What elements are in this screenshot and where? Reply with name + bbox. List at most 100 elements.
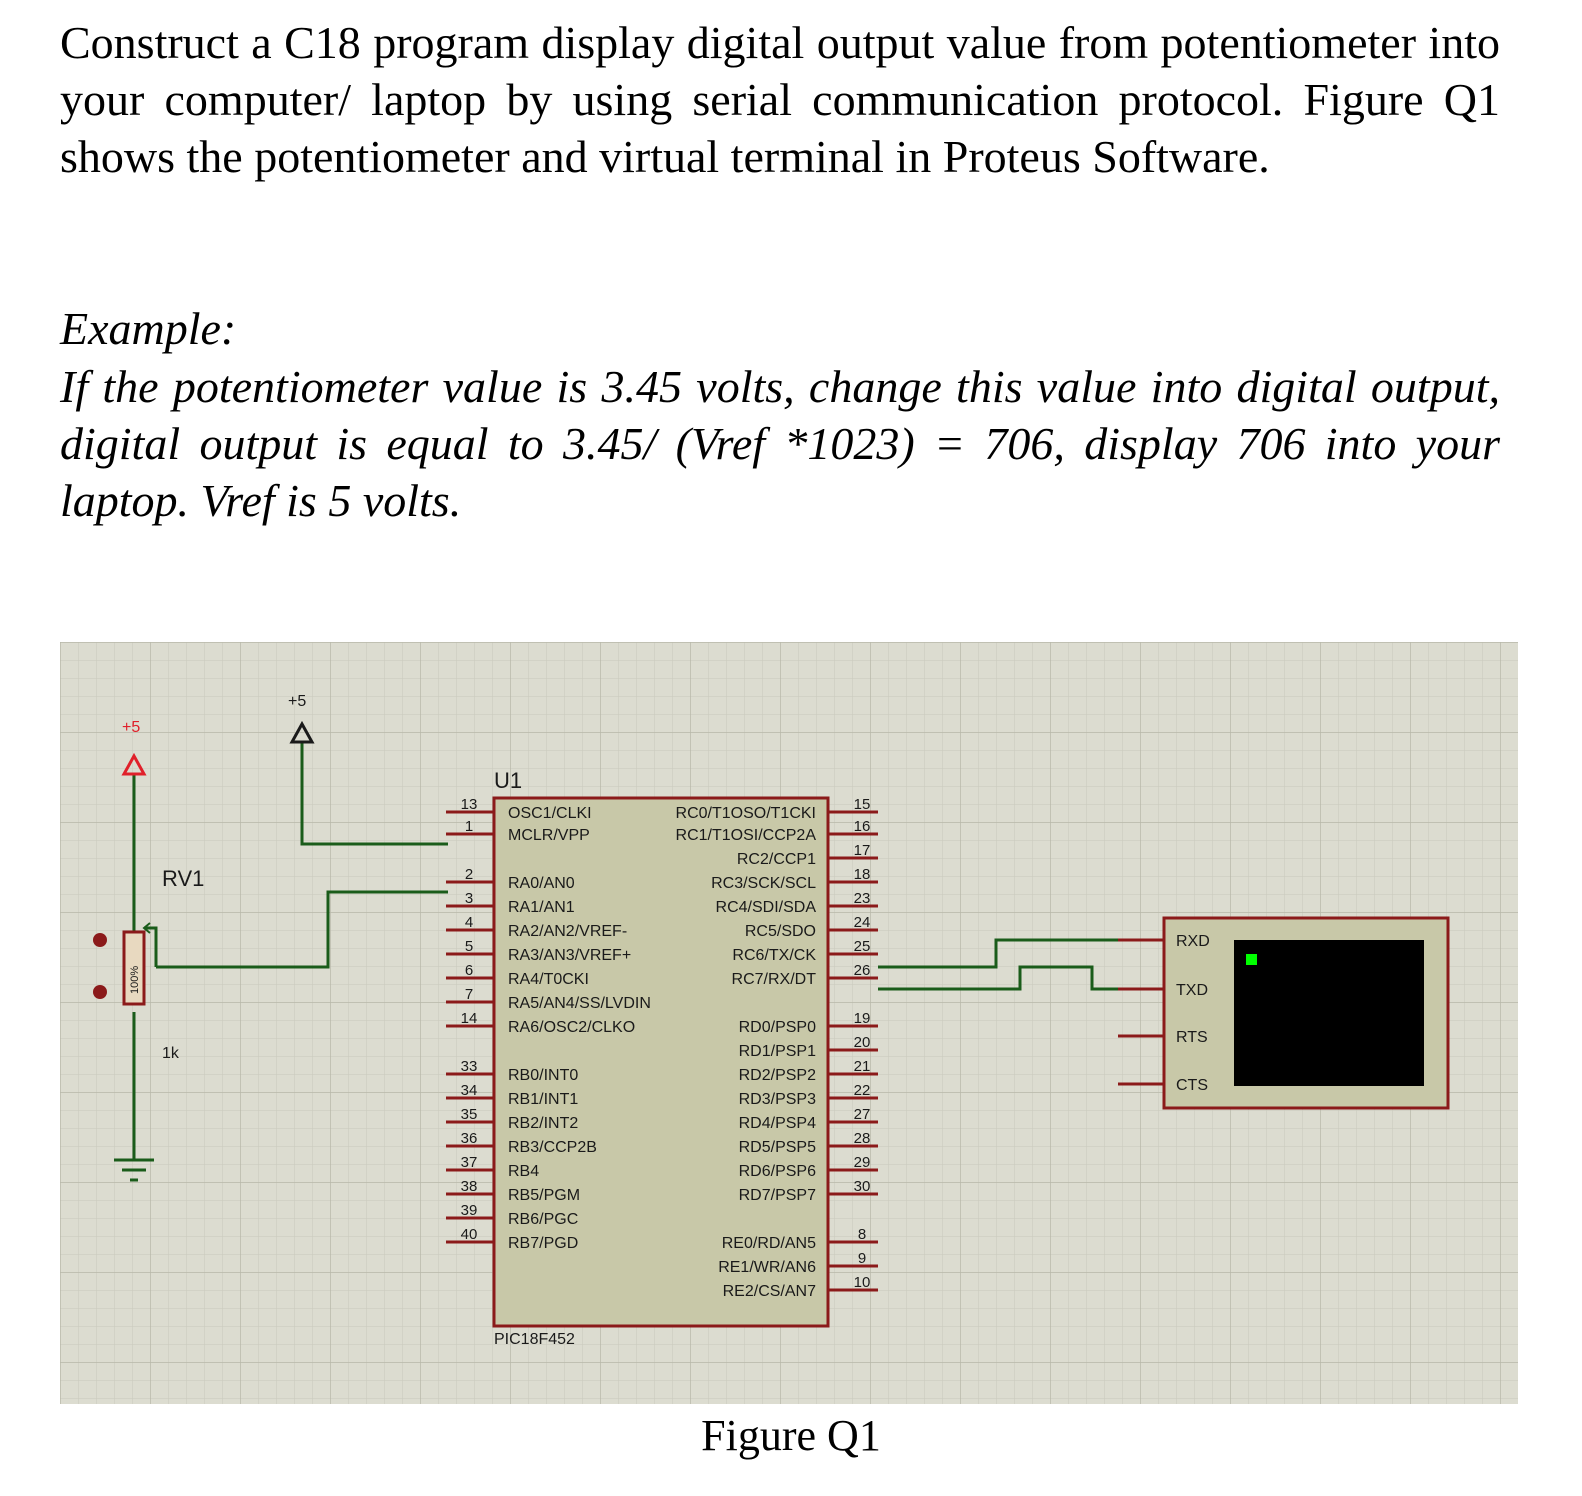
chip-pin-name: RB1/INT1 <box>508 1091 578 1108</box>
chip-pin-number: 37 <box>461 1154 478 1171</box>
chip-pin-number: 39 <box>461 1202 478 1219</box>
chip-pin-number: 28 <box>854 1130 871 1147</box>
figure-caption: Figure Q1 <box>701 1411 881 1460</box>
chip-pin-name: RC5/SDO <box>745 923 816 940</box>
chip-pin-name: OSC1/CLKI <box>508 805 592 822</box>
chip-pin-name: RA4/T0CKI <box>508 971 589 988</box>
chip-pin-number: 10 <box>854 1274 871 1291</box>
virtual-terminal: RXD TXD RTS CTS <box>1118 916 1450 1110</box>
power-label-rv1: +5 <box>122 719 140 736</box>
chip-pin-name: RA5/AN4/SS/LVDIN <box>508 995 651 1012</box>
chip-pin-number: 30 <box>854 1178 871 1195</box>
chip-pin-name: RB3/CCP2B <box>508 1139 597 1156</box>
chip-part-label: PIC18F452 <box>494 1331 575 1348</box>
chip-pin-name: RD0/PSP0 <box>739 1019 816 1036</box>
chip-pin-number: 20 <box>854 1034 871 1051</box>
terminal-pin-cts: CTS <box>1176 1077 1208 1094</box>
chip-pin-number: 22 <box>854 1082 871 1099</box>
chip-pin-name: RD4/PSP4 <box>739 1115 816 1132</box>
chip-pin-name: RE0/RD/AN5 <box>722 1235 816 1252</box>
chip-pin-number: 27 <box>854 1106 871 1123</box>
wire-tx-to-rxd <box>878 938 1118 969</box>
chip-pin-name: RD6/PSP6 <box>739 1163 816 1180</box>
chip-pin-name: RE1/WR/AN6 <box>718 1259 816 1276</box>
chip-pin-number: 35 <box>461 1106 478 1123</box>
chip-pin-number: 29 <box>854 1154 871 1171</box>
chip-pin-name: RA3/AN3/VREF+ <box>508 947 631 964</box>
chip-pin-name: RA2/AN2/VREF- <box>508 923 627 940</box>
question-text: Construct a C18 program display digital … <box>60 17 1500 182</box>
terminal-cursor <box>1246 954 1257 965</box>
chip-pin-name: MCLR/VPP <box>508 827 590 844</box>
wire-wiper-to-ra0 <box>156 890 448 969</box>
chip-pin-number: 23 <box>854 890 871 907</box>
schematic-canvas: +5 +5 100% RV1 1k U1 PIC18F452 <box>60 642 1518 1404</box>
chip-pin-name: RA1/AN1 <box>508 899 575 916</box>
chip-pin-number: 5 <box>465 938 473 955</box>
example-label: Example: <box>60 303 237 354</box>
chip-pin-number: 19 <box>854 1010 871 1027</box>
chip-pin-name: RB4 <box>508 1163 539 1180</box>
chip-pin-number: 2 <box>465 866 473 883</box>
terminal-pin-rts: RTS <box>1176 1029 1208 1046</box>
chip-pin-number: 8 <box>858 1226 866 1243</box>
chip-pin-name: RE2/CS/AN7 <box>723 1283 816 1300</box>
chip-pin-number: 3 <box>465 890 473 907</box>
chip-pin-name: RA0/AN0 <box>508 875 575 892</box>
chip-pin-number: 6 <box>465 962 473 979</box>
chip-pin-name: RB2/INT2 <box>508 1115 578 1132</box>
chip-pin-name: RA6/OSC2/CLKO <box>508 1019 635 1036</box>
power-terminal-rv1: +5 <box>121 719 147 776</box>
chip-pin-number: 21 <box>854 1058 871 1075</box>
chip-pin-name: RD2/PSP2 <box>739 1067 816 1084</box>
chip-reference-label: U1 <box>494 768 522 793</box>
chip-pin-number: 38 <box>461 1178 478 1195</box>
potentiometer-rv1: 100% RV1 1k <box>93 866 204 1062</box>
chip-pin-name: RB7/PGD <box>508 1235 578 1252</box>
chip-pin-number: 14 <box>461 1010 478 1027</box>
chip-pin-name: RD3/PSP3 <box>739 1091 816 1108</box>
terminal-screen <box>1234 940 1424 1086</box>
chip-pin-number: 15 <box>854 796 871 813</box>
chip-pin-number: 7 <box>465 986 473 1003</box>
terminal-pin-rxd: RXD <box>1176 933 1210 950</box>
chip-pin-number: 1 <box>465 818 473 835</box>
chip-pin-number: 25 <box>854 938 871 955</box>
pot-decrement-button[interactable] <box>93 985 107 999</box>
power-terminal-mclr: +5 <box>288 693 315 744</box>
chip-pin-name: RD1/PSP1 <box>739 1043 816 1060</box>
chip-pin-name: RC3/SCK/SCL <box>711 875 816 892</box>
chip-pin-name: RC1/T1OSI/CCP2A <box>676 827 817 844</box>
chip-pin-name: RD7/PSP7 <box>739 1187 816 1204</box>
chip-pin-name: RC4/SDI/SDA <box>716 899 817 916</box>
wire-rx-to-txd <box>878 965 1118 991</box>
chip-pin-name: RC7/RX/DT <box>732 971 817 988</box>
chip-pin-name: RC6/TX/CK <box>732 947 816 964</box>
chip-pin-number: 13 <box>461 796 478 813</box>
chip-pin-name: RB0/INT0 <box>508 1067 578 1084</box>
chip-pin-number: 33 <box>461 1058 478 1075</box>
pot-increment-button[interactable] <box>93 933 107 947</box>
chip-pin-name: RB5/PGM <box>508 1187 580 1204</box>
chip-pin-name: RB6/PGC <box>508 1211 578 1228</box>
chip-pin-number: 17 <box>854 842 871 859</box>
chip-pin-number: 4 <box>465 914 473 931</box>
pot-value-label: 1k <box>162 1045 180 1062</box>
terminal-pins: RXD TXD RTS CTS <box>1118 933 1210 1094</box>
chip-pin-number: 26 <box>854 962 871 979</box>
chip-pin-number: 40 <box>461 1226 478 1243</box>
schematic-diagram: +5 +5 100% RV1 1k U1 PIC18F452 <box>60 642 1518 1404</box>
chip-pin-number: 16 <box>854 818 871 835</box>
chip-body <box>492 796 830 1328</box>
chip-pin-name: RC2/CCP1 <box>737 851 816 868</box>
wires <box>132 742 1118 1160</box>
power-label-mclr: +5 <box>288 693 306 710</box>
terminal-pin-txd: TXD <box>1176 982 1208 999</box>
wire-mclr-vcc <box>300 742 448 846</box>
chip-pin-number: 36 <box>461 1130 478 1147</box>
chip-pin-number: 9 <box>858 1250 866 1267</box>
chip-pin-name: RD5/PSP5 <box>739 1139 816 1156</box>
chip-pin-number: 24 <box>854 914 871 931</box>
